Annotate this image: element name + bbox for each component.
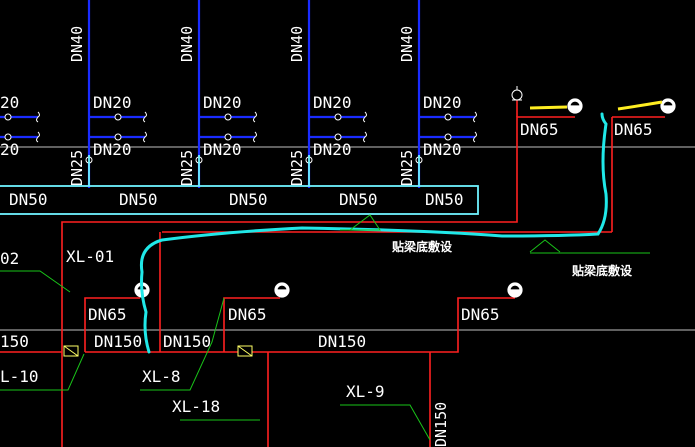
label-dn25-3: DN25 <box>288 150 306 186</box>
label-dn50-3: DN50 <box>229 190 268 209</box>
label-dn50-5: DN50 <box>425 190 464 209</box>
label-dn20-upper-4: DN20 <box>423 93 462 112</box>
label-dn25-2: DN25 <box>178 150 196 186</box>
label-dn65-2: DN65 <box>228 305 267 324</box>
label-dn20-lower-1: DN20 <box>93 140 132 159</box>
label-dn150-1: DN150 <box>94 332 142 351</box>
label-xl8: XL-8 <box>142 367 181 386</box>
vertical-dn25-labels: DN25 DN25 DN25 DN25 DN150 <box>68 150 450 447</box>
label-dn50-1: DN50 <box>9 190 48 209</box>
hydrant-symbols <box>134 98 676 298</box>
label-dn40-1: DN40 <box>68 26 86 62</box>
label-dn65-3: DN65 <box>461 305 500 324</box>
label-dn40-4: DN40 <box>398 26 416 62</box>
label-beam-note-1: 贴梁底敷设 <box>392 239 453 254</box>
label-xl01: XL-01 <box>66 247 114 266</box>
label-xl9: XL-9 <box>346 382 385 401</box>
dn50-labels: DN50 DN50 DN50 DN50 DN50 <box>9 190 464 209</box>
dn65-labels: DN65 DN65 DN65 DN65 DN65 <box>88 120 653 324</box>
label-dn65-top-1: DN65 <box>520 120 559 139</box>
dn50-header-pipe <box>0 155 479 215</box>
label-dn50-4: DN50 <box>339 190 378 209</box>
label-02-partial: 02 <box>0 249 19 268</box>
label-dn20-lower-3: DN20 <box>313 140 352 159</box>
label-dn25-4: DN25 <box>398 150 416 186</box>
label-dn20-upper-2: DN20 <box>203 93 242 112</box>
label-dn20-upper-1: DN20 <box>93 93 132 112</box>
label-dn25-1: DN25 <box>68 150 86 186</box>
leader-lines <box>0 214 650 441</box>
hand-drawn-reroute-line <box>139 112 608 354</box>
label-beam-note-2: 贴梁底敷设 <box>572 263 633 278</box>
label-dn40-2: DN40 <box>178 26 196 62</box>
label-dn50-2: DN50 <box>119 190 158 209</box>
dn20-labels: DN20 DN20 DN20 DN20 DN20 DN20 DN20 DN20 … <box>0 93 462 159</box>
riser-id-labels: 02 XL-01 L-10 XL-8 XL-18 XL-9 <box>0 247 385 416</box>
vertical-dn40-labels: DN40 DN40 DN40 DN40 <box>68 26 416 62</box>
label-dn20-lower-4: DN20 <box>423 140 462 159</box>
label-dn65-1: DN65 <box>88 305 127 324</box>
label-dn150-2: DN150 <box>163 332 211 351</box>
pressure-gauge <box>511 86 523 101</box>
label-dn150-3: DN150 <box>318 332 366 351</box>
label-dn150-vertical: DN150 <box>432 402 450 447</box>
label-xl10-partial: L-10 <box>0 367 39 386</box>
label-dn20-upper-3: DN20 <box>313 93 352 112</box>
label-dn150-partial: 150 <box>0 332 29 351</box>
branch-wavy-ends <box>36 111 477 143</box>
dn150-labels: 150 DN150 DN150 DN150 <box>0 332 366 351</box>
label-dn40-3: DN40 <box>288 26 306 62</box>
label-dn20-lower-2: DN20 <box>203 140 242 159</box>
red-line-valves <box>63 345 253 357</box>
sprinkler-head-lines <box>529 100 663 111</box>
label-dn20-partial-lower: 20 <box>0 140 19 159</box>
branch-valve-symbols <box>4 113 452 164</box>
label-dn20-partial-upper: 20 <box>0 93 19 112</box>
beam-note-labels: 贴梁底敷设 贴梁底敷设 <box>392 239 633 278</box>
label-xl18: XL-18 <box>172 397 220 416</box>
label-dn65-top-2: DN65 <box>614 120 653 139</box>
